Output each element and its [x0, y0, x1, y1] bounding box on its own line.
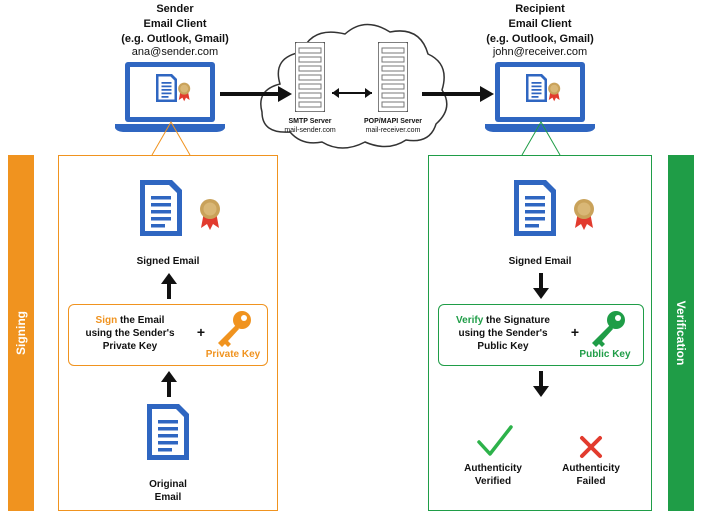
sender-address: ana@sender.com: [131, 46, 219, 58]
verification-panel: [428, 155, 652, 511]
signing-signed-email-label: Signed Email: [136, 256, 200, 267]
sign-step-line-2: using the Sender's: [85, 328, 175, 339]
verify-step-line-2: using the Sender's: [458, 328, 548, 339]
verify-step-line-3: Public Key: [477, 341, 529, 352]
pop-server-host: mail-receiver.com: [365, 127, 421, 134]
server-sync-arrow: [332, 88, 372, 98]
sign-step-line-3: Private Key: [102, 341, 158, 352]
sender-client-examples: (e.g. Outlook, Gmail): [121, 33, 229, 45]
signing-label: Signing: [14, 311, 28, 355]
recipient-address: john@receiver.com: [492, 46, 588, 58]
panel-callout-lines: [151, 120, 561, 156]
authenticity-failed-line-2: Failed: [576, 476, 606, 487]
sender-client-label: Email Client: [143, 18, 207, 30]
certificate-ribbon-icon: [200, 199, 220, 230]
cross-icon: [580, 436, 602, 458]
up-arrow-signed: [161, 273, 177, 299]
sign-keyword: Sign: [95, 315, 118, 326]
sender-to-smtp-arrow: [220, 86, 292, 102]
sign-step-box: [68, 304, 268, 366]
down-arrow-result: [533, 371, 549, 397]
original-email-document-icon: [147, 404, 189, 460]
received-certificate-ribbon-icon: [574, 199, 594, 230]
checkmark-icon: [477, 425, 513, 456]
authenticity-verified-line-1: Authenticity: [464, 463, 522, 474]
verification-signed-email-label: Signed Email: [508, 256, 572, 267]
public-key-icon: [592, 311, 625, 347]
smtp-server-label: SMTP Server: [288, 118, 332, 125]
verify-keyword: Verify: [456, 315, 484, 326]
private-key-icon: [218, 311, 251, 347]
received-email-document-icon: [514, 180, 556, 236]
recipient-title: Recipient: [515, 3, 565, 15]
recipient-client-examples: (e.g. Outlook, Gmail): [486, 33, 594, 45]
sign-step-line-1: the Email: [117, 315, 165, 326]
verification-label: Verification: [674, 300, 688, 366]
pop-to-recipient-arrow: [422, 86, 494, 102]
original-email-line-1: Original: [149, 479, 187, 490]
down-arrow-signed: [533, 273, 549, 299]
smtp-server-host: mail-sender.com: [284, 127, 336, 134]
recipient-client-label: Email Client: [508, 18, 572, 30]
signing-sidebar: Signing: [8, 155, 34, 511]
pop-server-label: POP/MAPI Server: [364, 118, 422, 125]
sign-plus: +: [196, 324, 206, 340]
signing-panel: [58, 155, 278, 511]
sender-title: Sender: [156, 3, 194, 15]
private-key-label: Private Key: [205, 349, 261, 360]
up-arrow-original: [161, 371, 177, 397]
authenticity-verified-line-2: Verified: [474, 476, 512, 487]
original-email-line-2: Email: [154, 492, 182, 503]
authenticity-failed-line-1: Authenticity: [562, 463, 620, 474]
verify-plus: +: [570, 324, 580, 340]
verify-step-box: [438, 304, 644, 366]
public-key-label: Public Key: [579, 349, 631, 360]
verify-step-line-1: the Signature: [483, 315, 550, 326]
verification-sidebar: Verification: [668, 155, 694, 511]
signed-email-document-icon: [140, 180, 182, 236]
